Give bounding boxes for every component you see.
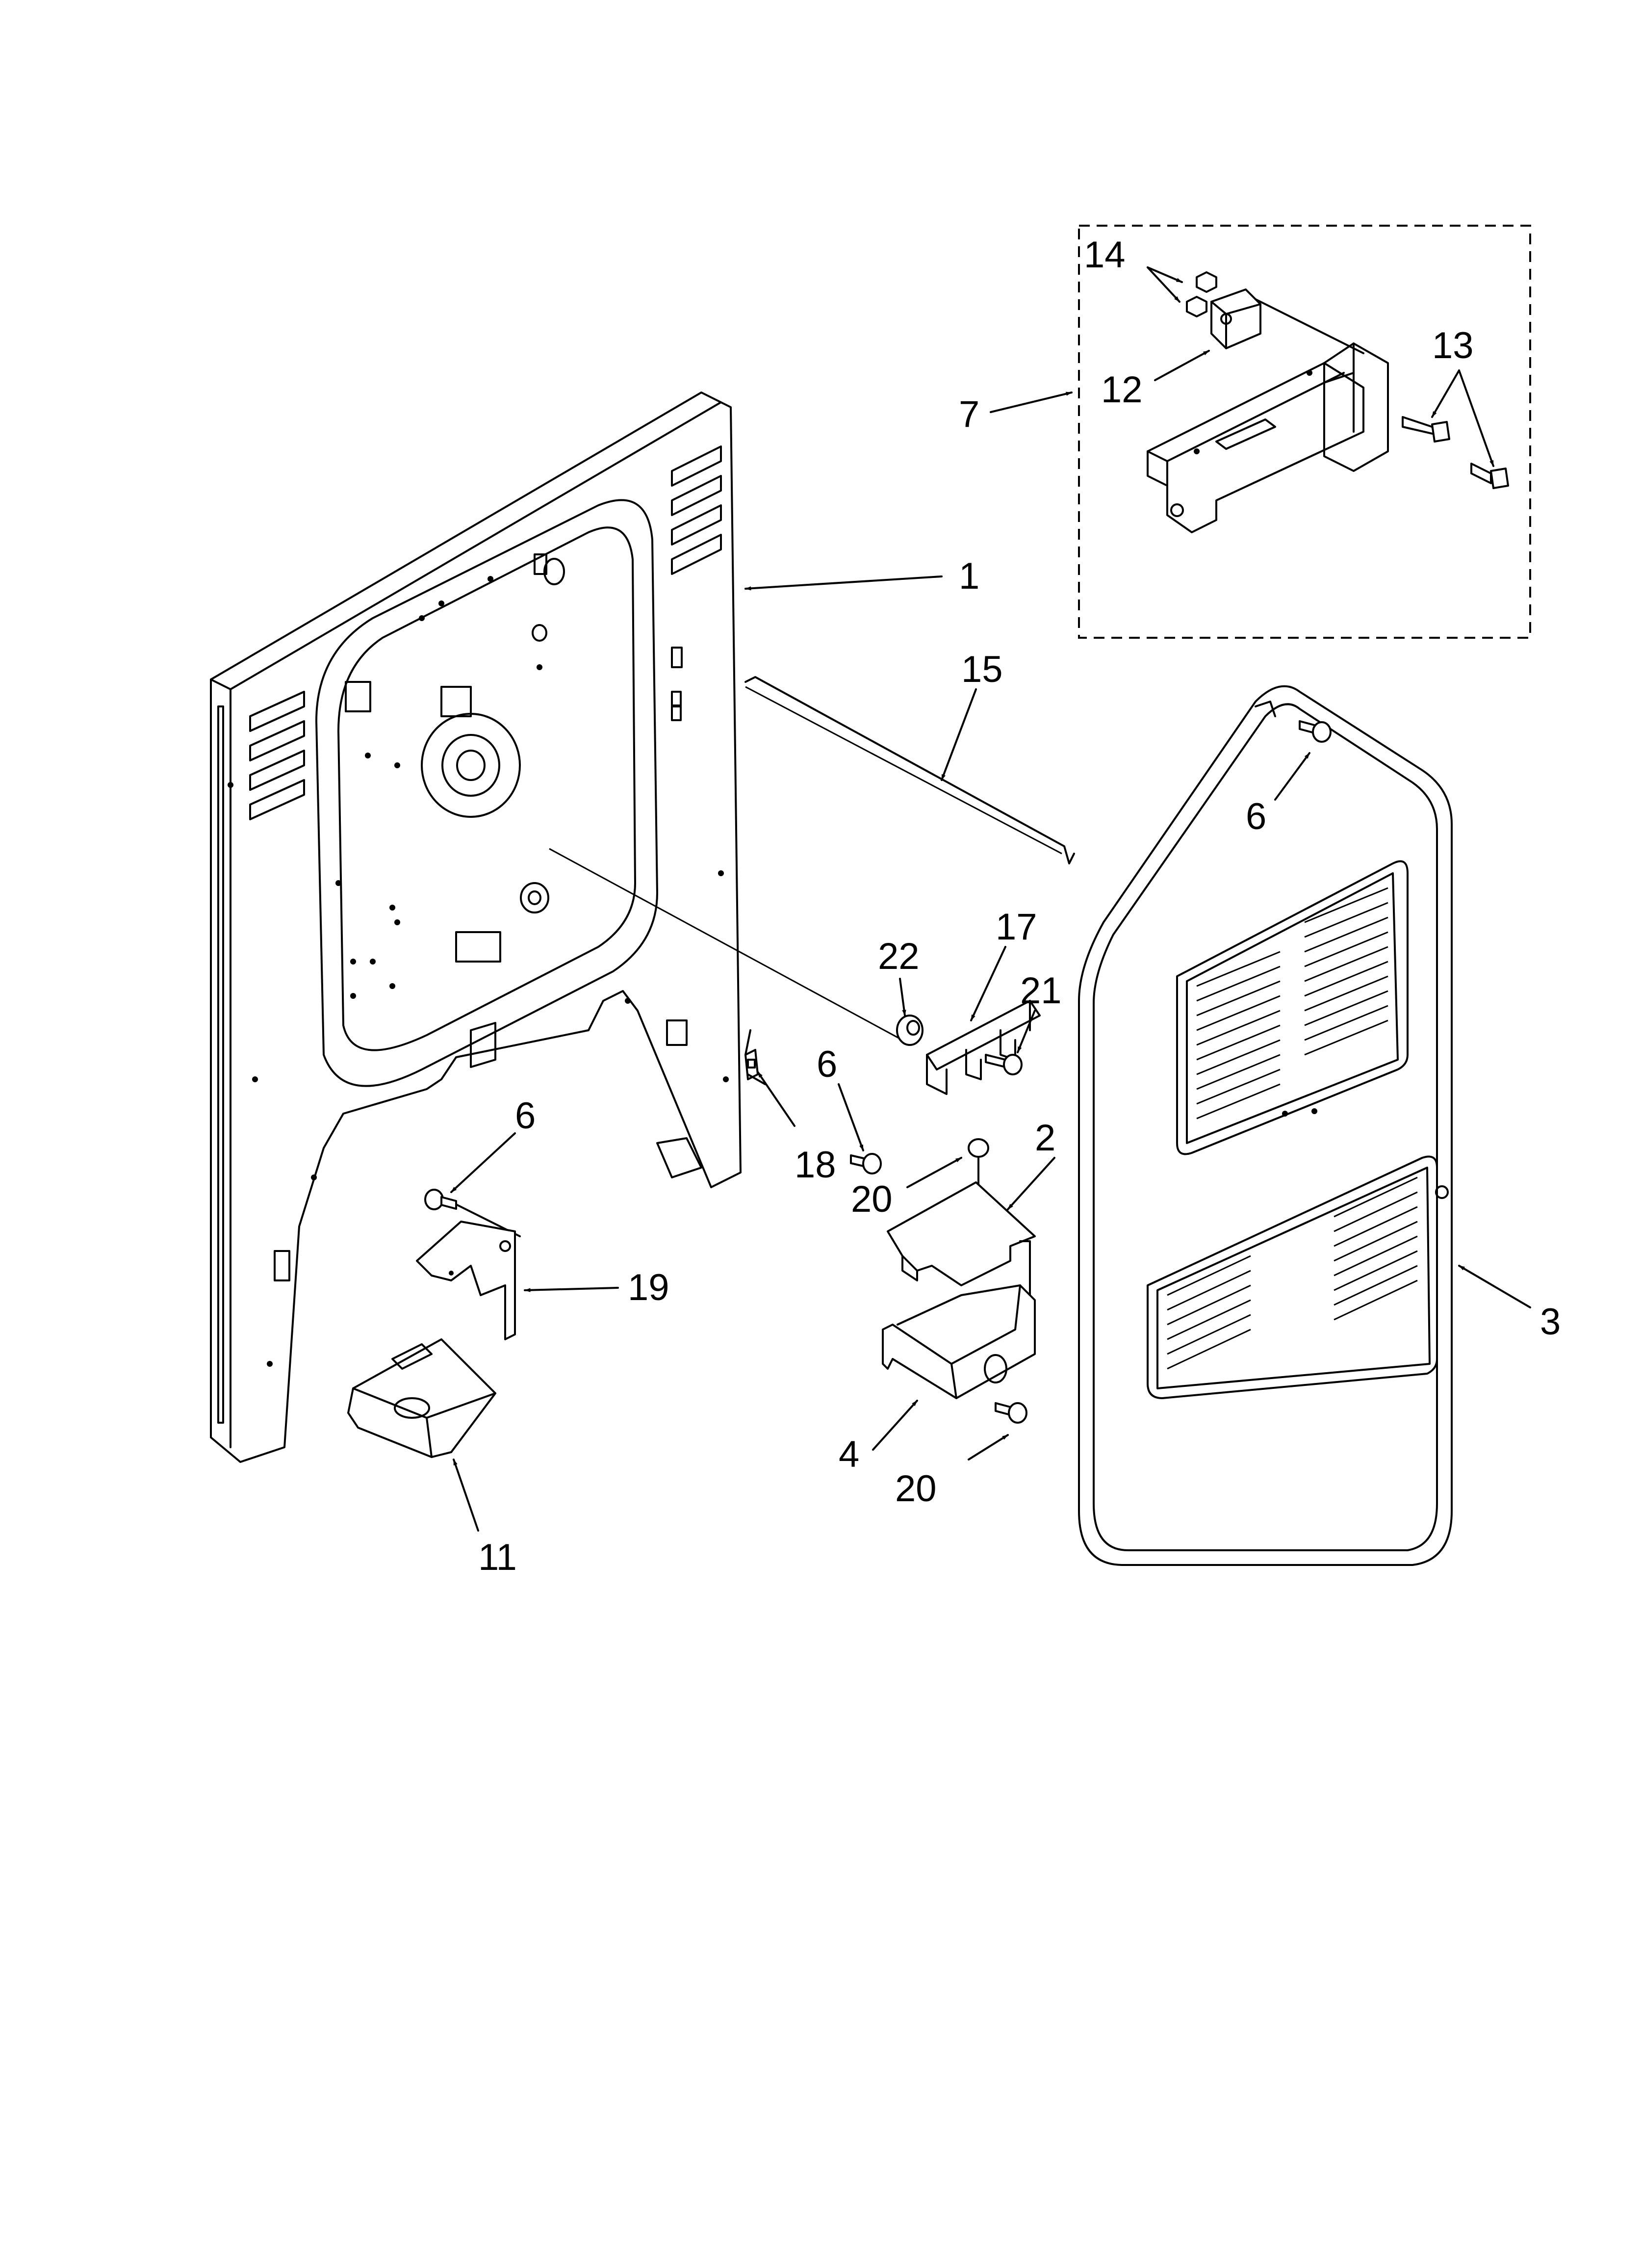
callout-7: 7	[959, 393, 979, 435]
callout-20-lower: 20	[895, 1468, 937, 1510]
callout-labels: 14 13 7 12 1 15 6 22 17 21 6 6 18 2 20 1…	[478, 234, 1561, 1578]
callout-13: 13	[1432, 325, 1474, 366]
screw-part-20-upper	[968, 1138, 989, 1188]
callout-11: 11	[478, 1537, 517, 1578]
guide-line	[549, 848, 903, 1041]
callout-20-upper: 20	[851, 1178, 893, 1220]
callout-12: 12	[1101, 369, 1143, 411]
side-panel-part-3	[1078, 685, 1453, 1566]
plate-part-2	[887, 1181, 1036, 1321]
callout-1: 1	[959, 555, 979, 597]
leader-lines	[450, 266, 1531, 1532]
callout-17: 17	[996, 906, 1037, 948]
callout-4: 4	[839, 1434, 859, 1475]
callout-3: 3	[1540, 1301, 1561, 1343]
bracket-part-17	[926, 1000, 1041, 1095]
callout-6-middle: 6	[817, 1043, 837, 1085]
nut-part-14	[1186, 271, 1217, 317]
callout-21: 21	[1020, 970, 1062, 1012]
callout-6-left: 6	[515, 1095, 536, 1137]
cover-part-11	[347, 1338, 496, 1458]
bracket-part-19	[416, 1221, 516, 1340]
clip-part-18	[744, 1029, 766, 1085]
screw-part-6-middle	[850, 1153, 882, 1174]
callout-19: 19	[628, 1267, 669, 1308]
screw-part-6-left	[424, 1189, 521, 1237]
assembly-7-box	[1078, 225, 1531, 639]
screw-part-20-lower	[995, 1402, 1027, 1424]
callout-6-side-panel: 6	[1246, 796, 1266, 837]
box-part-4	[882, 1284, 1036, 1399]
callout-22: 22	[878, 936, 920, 977]
callout-18: 18	[795, 1144, 836, 1186]
rod-part-15	[744, 676, 1075, 864]
callout-15: 15	[961, 649, 1003, 690]
callout-14: 14	[1084, 234, 1126, 276]
callout-2: 2	[1035, 1117, 1055, 1159]
rear-panel-part-1	[210, 391, 742, 1463]
screw-part-13	[1402, 416, 1509, 489]
screw-part-21	[985, 1054, 1023, 1075]
screw-part-6-top	[1299, 720, 1332, 743]
cap-part-22	[896, 1015, 924, 1046]
